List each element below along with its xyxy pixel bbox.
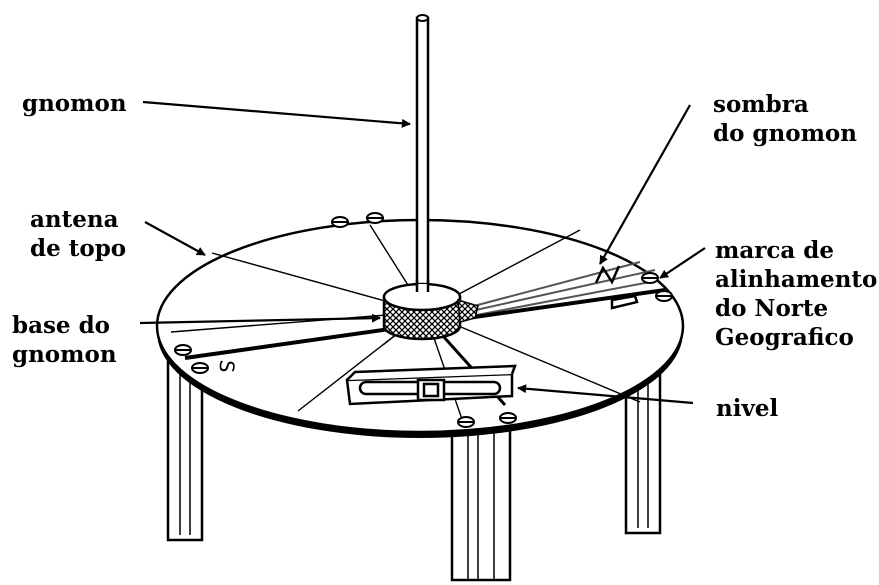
arrow-gnomon [142, 100, 411, 128]
screw [331, 216, 349, 228]
screw [174, 344, 192, 356]
screw [641, 272, 659, 284]
gnomon-rod [415, 14, 430, 307]
spirit-level [345, 364, 517, 406]
arrow-base [139, 313, 381, 325]
screw [499, 412, 517, 424]
leader-arrows [139, 100, 706, 405]
arrow-marca [659, 247, 706, 279]
label-nivel: nivel [716, 395, 779, 422]
label-antena-de-topo: antena de topo [30, 206, 127, 262]
arrow-antena [144, 221, 206, 256]
label-base-do-gnomon: base do gnomon [12, 312, 117, 368]
arrow-nivel [517, 384, 694, 405]
screw [457, 416, 475, 428]
gnomon-base [382, 280, 479, 341]
label-marca-de-alinhamento: marca de alinhamento do Norte Geografico [715, 237, 878, 351]
screw [366, 212, 384, 224]
label-sombra-do-gnomon: sombra do gnomon [713, 91, 857, 147]
screw [655, 290, 673, 302]
screws [174, 212, 673, 428]
arrow-sombra [599, 104, 691, 265]
screw [191, 362, 209, 374]
leg-front [450, 423, 512, 582]
north-marking [594, 265, 639, 310]
label-gnomon: gnomon [22, 90, 127, 117]
dial-mark-s: S [214, 359, 239, 374]
